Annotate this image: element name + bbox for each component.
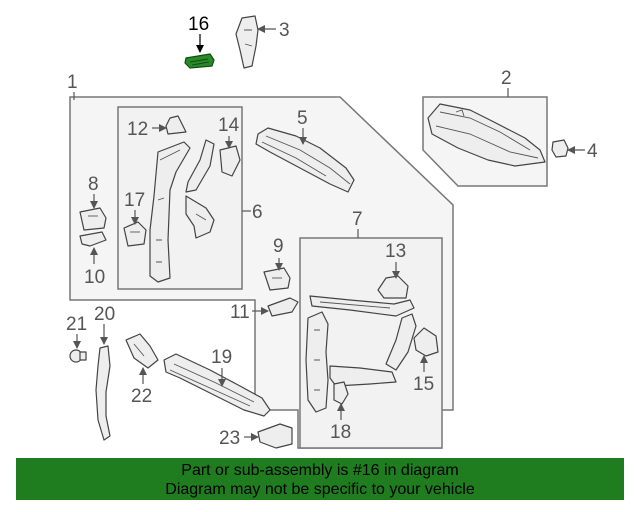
callout-9[interactable]: 9 (273, 236, 284, 257)
callout-3[interactable]: 3 (279, 20, 290, 41)
callout-2[interactable]: 2 (501, 68, 512, 89)
callout-10[interactable]: 10 (84, 267, 105, 288)
part-14-bracket[interactable] (219, 145, 241, 177)
crossmember-upper[interactable] (309, 295, 415, 317)
callout-1[interactable]: 1 (67, 72, 78, 93)
callout-16[interactable]: 16 (188, 14, 209, 35)
callout-21[interactable]: 21 (66, 314, 87, 335)
part-8-bracket[interactable] (79, 207, 107, 231)
banner-line-2: Diagram may not be specific to your vehi… (165, 481, 475, 498)
part-22-bracket[interactable] (125, 333, 159, 369)
callout-7[interactable]: 7 (352, 209, 363, 230)
part-16-bracket[interactable] (184, 53, 215, 69)
part-13-bracket[interactable] (377, 275, 409, 299)
part-19-crossmember[interactable] (163, 353, 271, 417)
side-brace-right[interactable] (385, 313, 417, 371)
callout-8[interactable]: 8 (88, 174, 99, 195)
part-3-bracket[interactable] (235, 15, 259, 69)
part-23-bracket[interactable] (257, 423, 293, 449)
crossmember-lower[interactable] (329, 365, 397, 387)
part-4-clip[interactable] (551, 139, 569, 158)
side-bracket-lower[interactable] (185, 195, 215, 239)
callout-14[interactable]: 14 (218, 115, 240, 136)
part-11-bracket[interactable] (267, 297, 299, 317)
part-15-bracket[interactable] (413, 327, 439, 357)
info-banner: Part or sub-assembly is #16 in diagram D… (16, 458, 624, 500)
callout-19[interactable]: 19 (211, 347, 232, 368)
side-member-left[interactable] (149, 141, 191, 283)
callout-12[interactable]: 12 (127, 119, 148, 140)
part-21-clip[interactable] (69, 349, 87, 363)
callout-15[interactable]: 15 (413, 374, 434, 395)
side-member-right[interactable] (305, 311, 329, 413)
callout-13[interactable]: 13 (385, 241, 406, 262)
part-18-bracket[interactable] (333, 381, 349, 405)
callout-18[interactable]: 18 (330, 422, 351, 443)
callout-5[interactable]: 5 (297, 108, 308, 129)
callout-17[interactable]: 17 (124, 190, 145, 211)
callout-20[interactable]: 20 (94, 304, 115, 325)
part-20-brace[interactable] (95, 345, 111, 441)
part-10-bracket[interactable] (79, 231, 107, 247)
callout-22[interactable]: 22 (131, 386, 152, 407)
side-brace-left[interactable] (185, 139, 215, 193)
callout-23[interactable]: 23 (219, 428, 240, 449)
part-5-support-panel[interactable] (255, 127, 355, 193)
callout-6[interactable]: 6 (252, 202, 263, 223)
part-2-radiator-support-upper[interactable] (427, 103, 546, 167)
callout-11[interactable]: 11 (230, 302, 250, 323)
callout-4[interactable]: 4 (587, 141, 598, 162)
banner-line-1: Part or sub-assembly is #16 in diagram (181, 462, 459, 479)
assembly-6-box (117, 106, 243, 290)
